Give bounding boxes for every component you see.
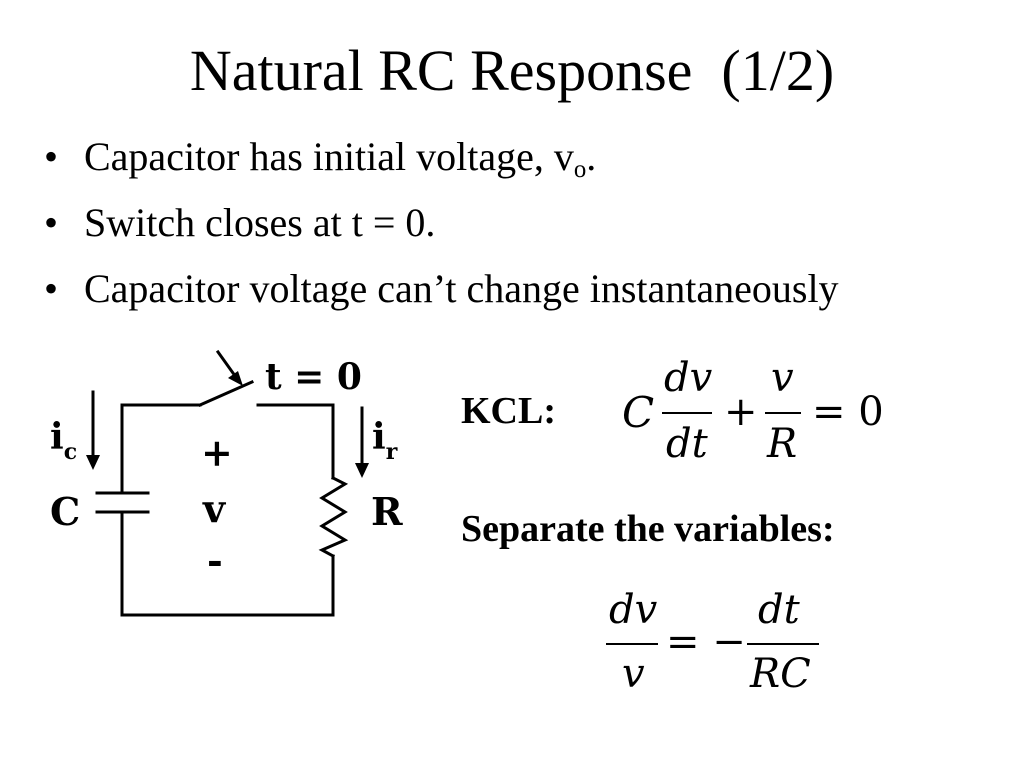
- top-wire-right: [256, 403, 335, 480]
- bullet-text: Switch closes at t = 0.: [84, 200, 436, 245]
- bullet-subscript: o: [573, 155, 587, 183]
- kcl-fraction-bar-2: [765, 412, 801, 414]
- ic-label-sub: c: [64, 439, 77, 465]
- ir-label: ir: [372, 416, 398, 465]
- switch-label: t = 0: [265, 356, 362, 398]
- bullet-symbol: •: [44, 134, 59, 179]
- bullet-list: • Capacitor has initial voltage, vo. • Swi…: [44, 137, 839, 335]
- resistor-label: R: [371, 489, 403, 534]
- sep-rc: RC: [750, 651, 811, 697]
- slide-title: Natural RC Response (1/2): [189, 38, 835, 103]
- sep-fraction-bar-1: [606, 643, 658, 645]
- voltage-label: v: [202, 486, 227, 531]
- sep-v: v: [622, 651, 645, 697]
- switch-arrow-head: [228, 371, 243, 386]
- bullet-symbol: •: [44, 200, 59, 245]
- kcl-fraction-bar-1: [662, 412, 712, 414]
- kcl-dt: dt: [666, 421, 708, 467]
- kcl-v: v: [771, 355, 794, 401]
- ic-arrow-head: [86, 455, 100, 470]
- sep-dv: dv: [609, 587, 658, 633]
- bullet-item: • Capacitor has initial voltage, vo.: [44, 137, 839, 203]
- kcl-dv: dv: [664, 355, 713, 401]
- separate-variables-label: Separate the variables:: [461, 508, 835, 550]
- capacitor-label: C: [50, 489, 80, 534]
- ir-label-sub: r: [386, 439, 398, 465]
- kcl-plus: +: [724, 389, 758, 435]
- bullet-item: • Switch closes at t = 0.: [44, 203, 839, 269]
- ic-label: ic: [50, 416, 77, 465]
- plus-sign: +: [201, 430, 233, 475]
- ic-label-i: i: [50, 416, 64, 458]
- kcl-equals: = 0: [812, 389, 884, 435]
- kcl-c: C: [622, 388, 655, 437]
- sep-fraction-bar-2: [747, 643, 819, 645]
- sep-dt: dt: [758, 587, 800, 633]
- bullet-text: Capacitor has initial voltage, v: [84, 134, 574, 179]
- kcl-label: KCL:: [461, 390, 556, 432]
- minus-sign: -: [207, 538, 223, 583]
- sep-equals: = −: [666, 619, 746, 665]
- kcl-r: R: [767, 421, 798, 467]
- ir-label-i: i: [372, 416, 386, 458]
- bullet-symbol: •: [44, 266, 59, 311]
- rc-circuit-diagram: t = 0 ic ir C R + v -: [50, 349, 403, 617]
- bullet-tail: .: [586, 134, 597, 179]
- resistor-zigzag: [318, 475, 349, 559]
- ir-arrow-head: [355, 463, 369, 478]
- switch-blade: [198, 380, 254, 407]
- bullet-text: Capacitor voltage can’t change instantan…: [84, 266, 839, 311]
- bullet-item: • Capacitor voltage can’t change instanta…: [44, 269, 839, 335]
